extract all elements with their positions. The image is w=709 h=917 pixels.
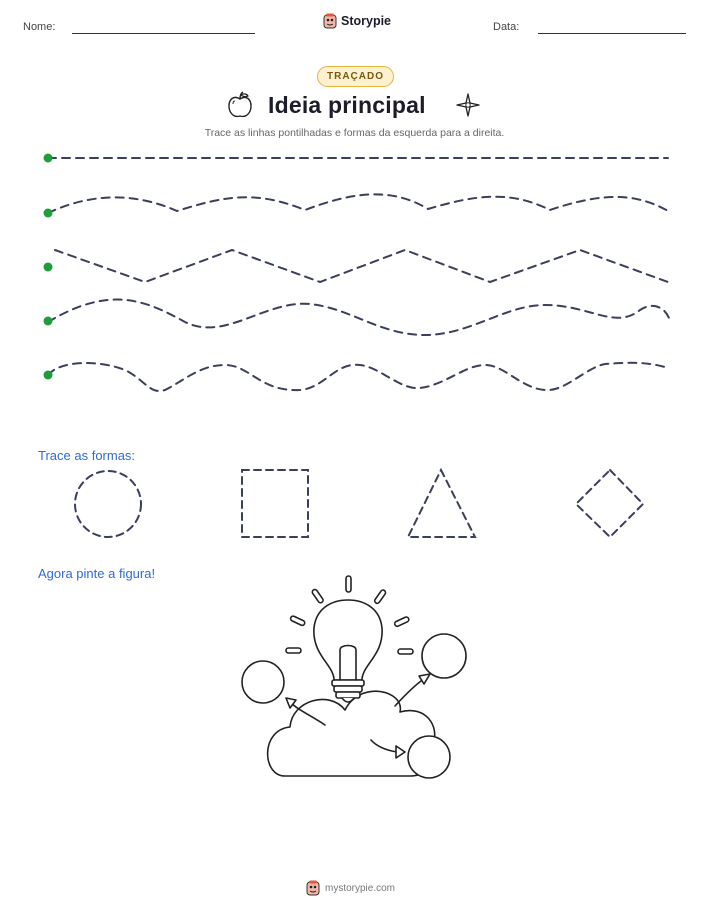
tracing-line-wave-2[interactable] [47, 298, 671, 337]
storypie-logo-icon [306, 880, 320, 896]
left-circle[interactable] [241, 660, 285, 704]
brand-logo: Storypie [323, 13, 391, 29]
page-title: Ideia principal [268, 92, 426, 118]
date-field-line[interactable] [538, 33, 686, 34]
start-dot [43, 370, 53, 380]
bulb-base-ring [335, 691, 361, 699]
footer-site[interactable]: mystorypie.com [325, 882, 396, 894]
coloring-section-label: Agora pinte a figura! [38, 566, 156, 581]
tracing-line-zigzag[interactable] [54, 248, 669, 284]
right-circle[interactable] [421, 633, 467, 679]
trace-square[interactable] [241, 469, 309, 538]
name-label: Nome: [23, 21, 56, 33]
tracing-line-wave-3[interactable] [47, 361, 669, 392]
lightbulb-shape[interactable] [313, 599, 383, 681]
tracing-line-wave-1[interactable] [47, 193, 669, 214]
storypie-logo-icon [323, 13, 337, 29]
apple-icon [228, 91, 252, 118]
start-dot [43, 262, 53, 272]
instructions: Trace as linhas pontilhadas e formas da … [204, 127, 505, 139]
bulb-tip [341, 697, 355, 703]
brand-name: Storypie [341, 14, 392, 28]
tracing-lines [43, 153, 671, 392]
start-dot [43, 153, 53, 163]
worksheet-badge: TRAÇADO [317, 66, 394, 87]
coloring-figure[interactable] [230, 572, 480, 782]
name-field-line[interactable] [72, 33, 255, 34]
trace-circle[interactable] [74, 470, 142, 538]
bulb-base-ring [333, 685, 363, 693]
bulb-rays [285, 575, 414, 655]
bulb-base-ring [331, 679, 365, 687]
tracing-shapes [74, 467, 645, 539]
sparkle-icon [456, 93, 480, 117]
start-dot [43, 208, 53, 218]
trace-triangle[interactable] [406, 467, 477, 538]
trace-diamond[interactable] [574, 468, 645, 539]
bottom-circle[interactable] [407, 735, 451, 779]
footer: mystorypie.com [306, 880, 395, 896]
bulb-filament [339, 644, 357, 681]
date-label: Data: [493, 21, 520, 33]
arrows [285, 673, 431, 759]
shapes-section-label: Trace as formas: [38, 448, 136, 463]
start-dot [43, 316, 53, 326]
